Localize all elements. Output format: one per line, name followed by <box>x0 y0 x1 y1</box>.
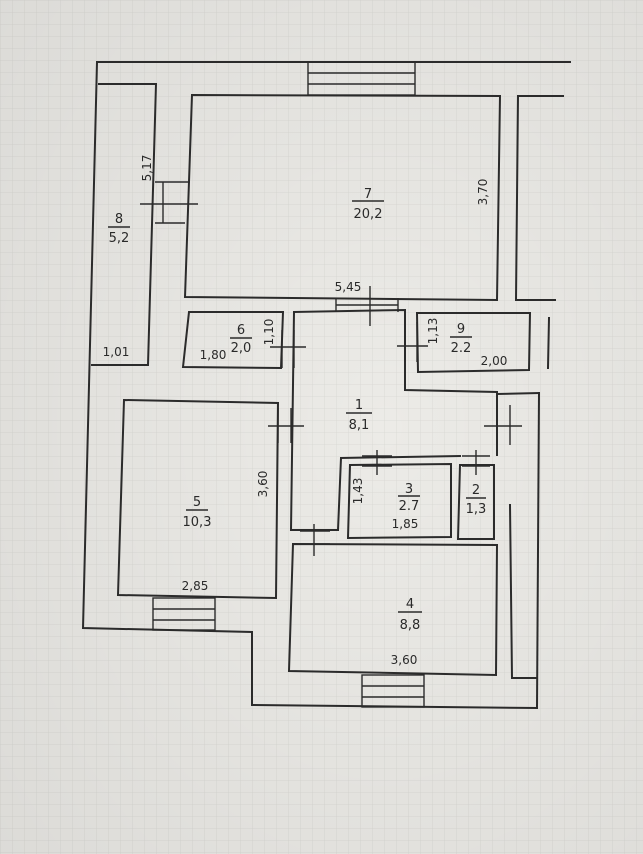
room-1-number: 1 <box>355 398 363 413</box>
window-room-4 <box>361 674 425 708</box>
room-2-walls <box>456 464 495 540</box>
dim-room-8-left: 5,17 <box>140 155 154 182</box>
room-8-area: 5,2 <box>109 231 130 246</box>
door-room-9 <box>397 322 428 362</box>
room-4-walls <box>287 542 499 677</box>
room-7-number: 7 <box>364 187 372 202</box>
room-9-number: 9 <box>457 322 465 337</box>
door-room-3 <box>362 450 392 475</box>
dim-room-9-width: 2,00 <box>481 354 508 368</box>
dim-room-7-height: 3,70 <box>476 179 490 206</box>
door-entrance-right <box>484 405 522 445</box>
room-2-number: 2 <box>472 483 480 498</box>
room-5-walls <box>116 398 280 600</box>
door-room-2 <box>462 450 490 475</box>
room-8-walls <box>91 83 158 366</box>
dim-room-6-width: 1,80 <box>200 348 227 362</box>
dim-room-3-width: 1,85 <box>392 517 419 531</box>
room-4-area: 8,8 <box>400 618 421 633</box>
room-3-area: 2.7 <box>399 499 420 514</box>
dim-room-9-height: 1,13 <box>426 318 440 345</box>
dim-room-5-height: 3,60 <box>256 471 270 498</box>
door-room-8-to-7 <box>140 181 198 224</box>
room-2-area: 1,3 <box>466 502 487 517</box>
room-4-number: 4 <box>406 597 414 612</box>
door-room-7-to-corridor <box>335 286 399 326</box>
corridor-1-left-wall <box>289 310 339 531</box>
dim-room-3-height: 1,43 <box>351 478 365 505</box>
dim-room-4-width: 3,60 <box>391 653 418 667</box>
room-7-area: 20,2 <box>354 207 383 222</box>
room-5-area: 10,3 <box>183 515 212 530</box>
room-6-walls <box>181 311 285 370</box>
room-5-number: 5 <box>193 495 201 510</box>
room-6-number: 6 <box>237 323 245 338</box>
room-1-area: 8,1 <box>349 418 370 433</box>
area-fraction-lines <box>108 200 486 613</box>
room-9-area: 2.2 <box>451 341 472 356</box>
window-room-5 <box>152 597 216 631</box>
right-outer-wall <box>508 503 538 679</box>
room-3-walls <box>346 462 452 540</box>
door-room-5 <box>268 408 304 443</box>
window-top <box>307 61 416 96</box>
room-3-number: 3 <box>405 482 413 497</box>
dim-room-6-height: 1,10 <box>262 319 276 346</box>
room-6-area: 2,0 <box>231 341 252 356</box>
corridor-1-lower-wall <box>339 454 462 460</box>
dim-room-8-bottom: 1,01 <box>103 345 130 359</box>
room-8-number: 8 <box>115 212 123 227</box>
door-room-4 <box>300 524 330 556</box>
corridor-1-inner-wall <box>336 456 343 532</box>
door-room-6 <box>270 330 306 368</box>
dim-room-5-width: 2,85 <box>182 579 209 593</box>
dim-room-7-width: 5,45 <box>335 280 362 294</box>
